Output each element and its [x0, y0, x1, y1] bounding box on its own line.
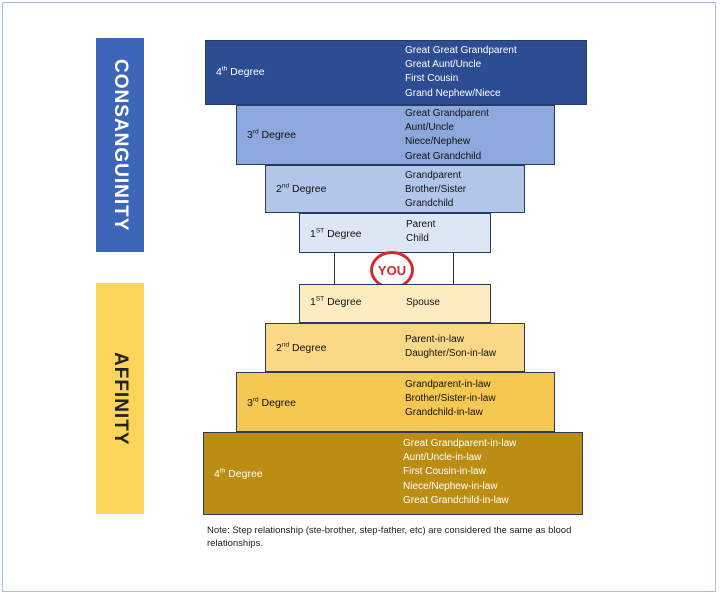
degree-label: 3rd Degree [247, 128, 296, 141]
relations-list: Great Great Grandparent Great Aunt/Uncle… [405, 44, 517, 101]
consanguinity-label: CONSANGUINITY [96, 38, 144, 252]
affinity-4th-degree: 4th Degree Great Grandparent-in-law Aunt… [203, 432, 583, 515]
relation: Child [406, 233, 429, 245]
relation: Great Grandchild [405, 150, 482, 162]
affinity-2nd-degree: 2nd Degree Parent-in-law Daughter/Son-in… [265, 323, 525, 372]
consanguinity-1st-degree: 1ST Degree Parent Child [299, 213, 491, 253]
consanguinity-3rd-degree: 3rd Degree Great Grandparent Aunt/Uncle … [236, 105, 555, 165]
relations-list: Great Grandparent Aunt/Uncle Niece/Nephe… [405, 107, 489, 164]
relation: First Cousin [405, 73, 459, 85]
relation: Great Aunt/Uncle [405, 59, 482, 71]
affinity-label: AFFINITY [96, 283, 144, 514]
consanguinity-label-text: CONSANGUINITY [110, 58, 131, 232]
consanguinity-2nd-degree: 2nd Degree Grandparent Brother/Sister Gr… [265, 165, 525, 213]
relation: Aunt/Uncle-in-law [403, 452, 482, 464]
relation: Aunt/Uncle [405, 122, 454, 134]
relations-list: Parent Child [406, 218, 435, 246]
degree-label: 1ST Degree [310, 227, 362, 240]
consanguinity-4th-degree: 4th Degree Great Great Grandparent Great… [205, 40, 587, 105]
affinity-3rd-degree: 3rd Degree Grandparent-in-law Brother/Si… [236, 372, 555, 432]
relation: Grandparent [405, 170, 462, 181]
you-label: YOU [377, 262, 407, 278]
relation: Great Grandparent-in-law [403, 438, 517, 449]
relations-list: Spouse [406, 296, 440, 310]
relation: Great Great Grandparent [405, 45, 517, 56]
degree-label: 3rd Degree [247, 396, 296, 409]
relations-list: Grandparent-in-law Brother/Sister-in-law… [405, 378, 496, 421]
degree-label: 4th Degree [216, 65, 265, 78]
affinity-label-text: AFFINITY [110, 351, 131, 446]
degree-label: 4th Degree [214, 467, 263, 480]
relation: Great Grandchild-in-law [403, 494, 509, 506]
affinity-1st-degree: 1ST Degree Spouse [299, 284, 491, 323]
relation: Great Grandparent [405, 108, 489, 119]
relations-list: Great Grandparent-in-law Aunt/Uncle-in-l… [403, 437, 516, 508]
relation: Niece/Nephew-in-law [403, 480, 498, 492]
degree-label: 2nd Degree [276, 182, 327, 195]
relations-list: Parent-in-law Daughter/Son-in-law [405, 333, 496, 361]
relation: Brother/Sister-in-law [405, 393, 496, 405]
relation: Brother/Sister [405, 184, 467, 196]
degree-label: 1ST Degree [310, 295, 362, 308]
relation: First Cousin-in-law [403, 466, 486, 478]
relation: Grandchild [405, 198, 454, 210]
relation: Daughter/Son-in-law [405, 348, 497, 360]
degree-label: 2nd Degree [276, 341, 327, 354]
relation: Parent [406, 219, 436, 230]
relation: Parent-in-law [405, 334, 464, 345]
relation: Grandchild-in-law [405, 407, 483, 419]
footnote: Note: Step relationship (ste-brother, st… [207, 525, 572, 549]
relation: Grand Nephew/Niece [405, 87, 501, 99]
relation: Niece/Nephew [405, 136, 471, 148]
relation: Spouse [406, 297, 440, 308]
relation: Grandparent-in-law [405, 379, 491, 390]
relations-list: Grandparent Brother/Sister Grandchild [405, 169, 466, 212]
